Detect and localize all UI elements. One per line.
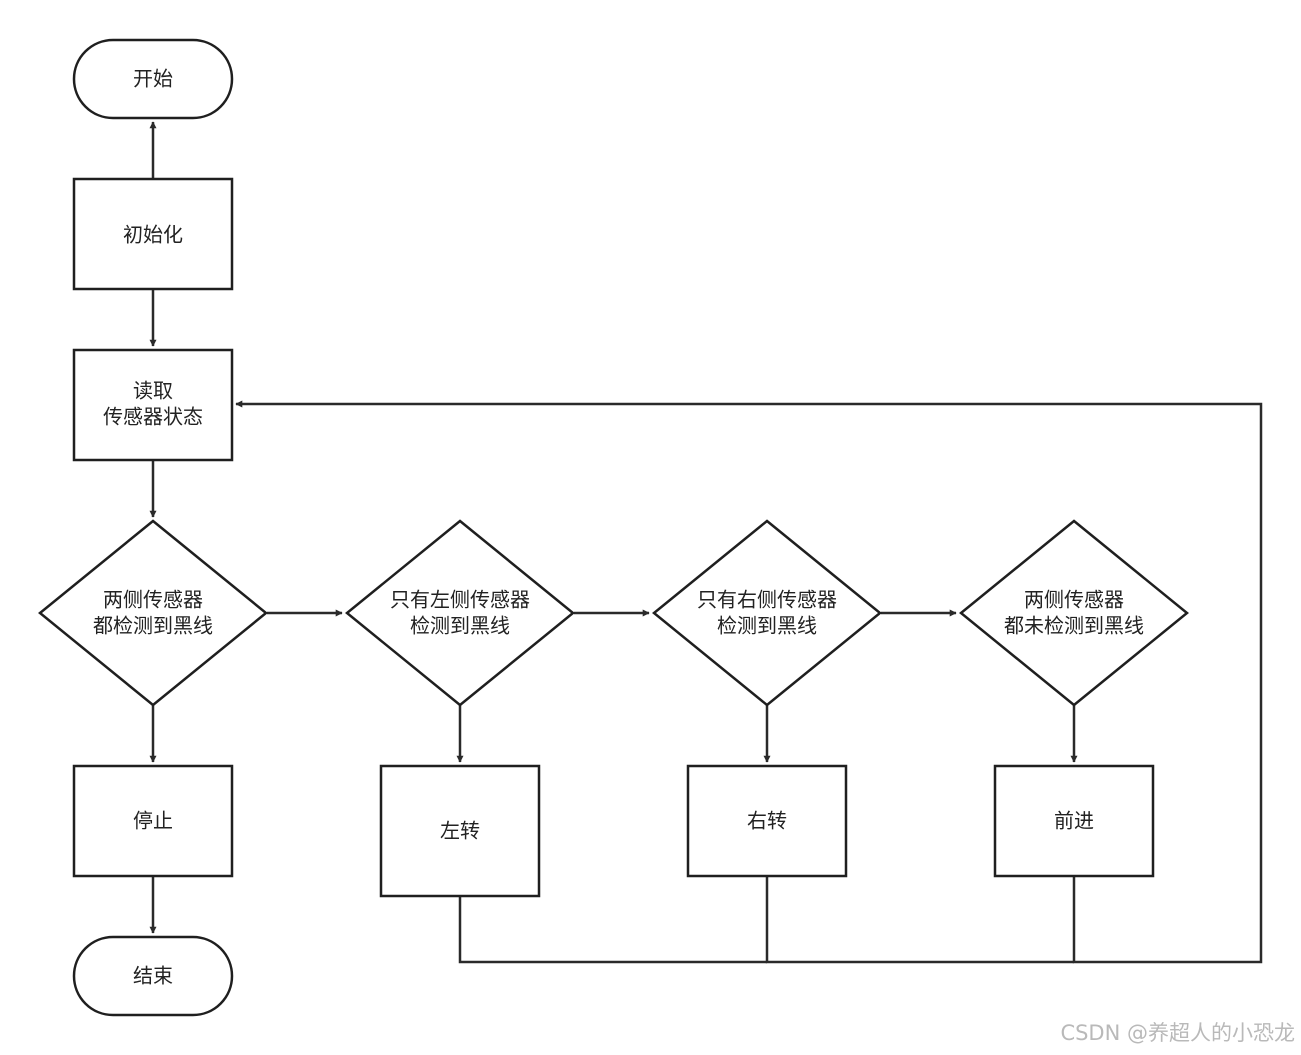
decision-shape [652, 519, 882, 707]
node-read-label-line2: 传感器状态 [103, 405, 203, 429]
node-both-black-label-line1: 两侧传感器 [103, 588, 203, 612]
node-left-only-label-line1: 只有左侧传感器 [390, 588, 530, 612]
process-shape [993, 764, 1155, 878]
node-stop: 停止 [72, 764, 234, 878]
process-shape [72, 764, 234, 878]
node-forward: 前进 [993, 764, 1155, 878]
node-none-black: 两侧传感器 都未检测到黑线 [959, 519, 1189, 707]
node-forward-label: 前进 [1054, 809, 1094, 833]
node-stop-label: 停止 [133, 809, 173, 833]
node-read-label-line1: 读取 [133, 379, 173, 403]
node-start-label: 开始 [133, 67, 173, 91]
edge-turn-right-loop [765, 877, 1074, 964]
edge-forward-loop-to-read [235, 400, 1263, 964]
node-start: 开始 [72, 38, 234, 120]
node-init-label: 初始化 [123, 223, 183, 247]
node-turn-left-label: 左转 [440, 819, 480, 843]
process-shape [686, 764, 848, 878]
node-turn-right-label: 右转 [747, 809, 787, 833]
edges [149, 121, 1263, 964]
node-both-black: 两侧传感器 都检测到黑线 [38, 519, 268, 707]
edge-turn-left-loop [458, 897, 767, 964]
node-left-only: 只有左侧传感器 检测到黑线 [345, 519, 575, 707]
decision-shape [38, 519, 268, 707]
process-shape [379, 764, 541, 898]
terminal-shape [72, 935, 234, 1017]
node-both-black-label-line2: 都检测到黑线 [93, 614, 213, 638]
watermark: CSDN @养超人的小恐龙 [1060, 1021, 1295, 1045]
node-turn-left: 左转 [379, 764, 541, 898]
node-end: 结束 [72, 935, 234, 1017]
node-init: 初始化 [72, 177, 234, 291]
node-right-only-label-line1: 只有右侧传感器 [697, 588, 837, 612]
node-right-only-label-line2: 检测到黑线 [717, 614, 817, 638]
decision-shape [345, 519, 575, 707]
node-end-label: 结束 [133, 964, 173, 988]
decision-shape [959, 519, 1189, 707]
terminal-shape [72, 38, 234, 120]
process-shape [72, 348, 234, 462]
node-none-black-label-line1: 两侧传感器 [1024, 588, 1124, 612]
node-none-black-label-line2: 都未检测到黑线 [1004, 614, 1144, 638]
process-shape [72, 177, 234, 291]
node-left-only-label-line2: 检测到黑线 [410, 614, 510, 638]
node-right-only: 只有右侧传感器 检测到黑线 [652, 519, 882, 707]
node-turn-right: 右转 [686, 764, 848, 878]
node-read: 读取 传感器状态 [72, 348, 234, 462]
